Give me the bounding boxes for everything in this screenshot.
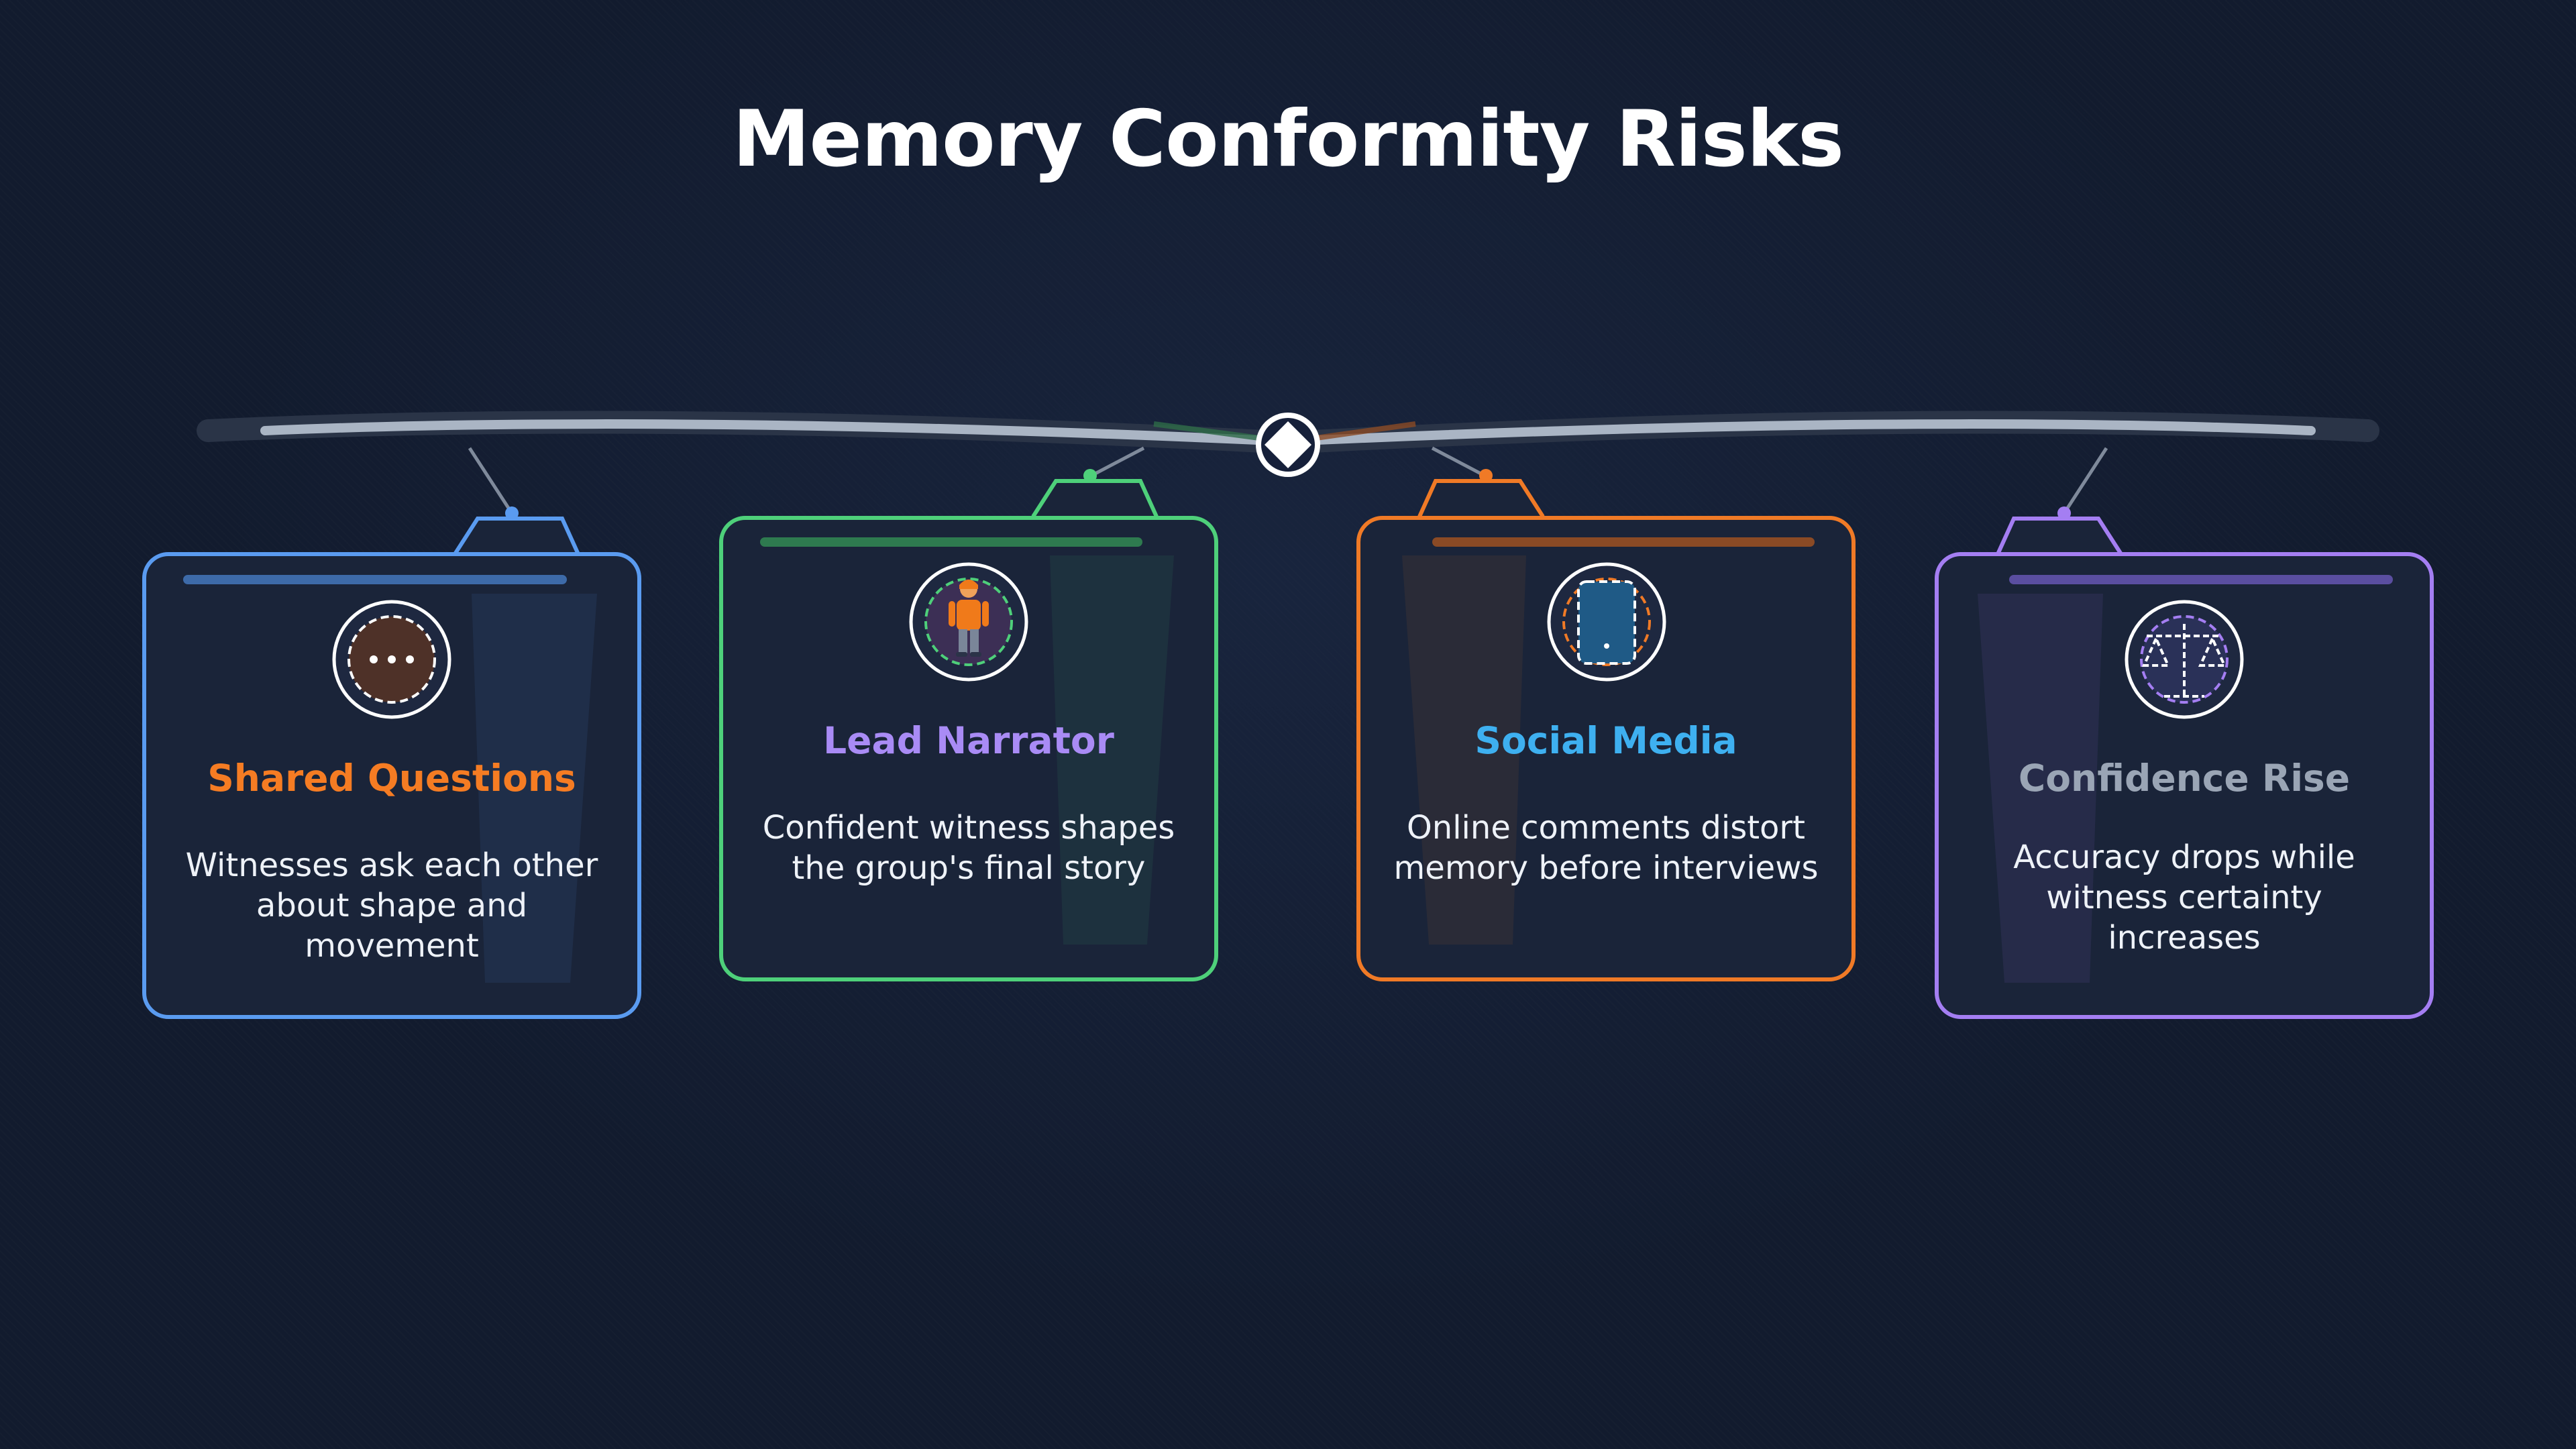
- card-desc-social-media: Online comments distort memory before in…: [1393, 809, 1819, 887]
- card-desc-confidence-rise: Accuracy drops while witness certainty i…: [2013, 839, 2355, 957]
- page-title: Memory Conformity Risks: [732, 94, 1844, 184]
- card-confidence-rise: [1935, 506, 2434, 1019]
- mobile-phone-icon: [1547, 562, 1666, 682]
- card-desc-lead-narrator: Confident witness shapes the group's fin…: [762, 809, 1175, 887]
- hanger-strings: [468, 446, 2108, 515]
- person-icon: [909, 562, 1028, 682]
- card-title-lead-narrator: Lead Narrator: [823, 719, 1114, 762]
- card-title-shared-questions: Shared Questions: [207, 757, 576, 800]
- card-social-media: [1356, 469, 1856, 981]
- card-desc-shared-questions: Witnesses ask each other about shape and…: [185, 847, 598, 965]
- card-shared-questions: [142, 506, 641, 1019]
- speech-bubble-icon: [332, 600, 451, 719]
- card-title-confidence-rise: Confidence Rise: [2018, 757, 2351, 800]
- pivot-diamond-icon: [1256, 413, 1320, 477]
- card-title-social-media: Social Media: [1474, 719, 1737, 762]
- card-lead-narrator: [719, 469, 1218, 981]
- balance-scale-icon: [2125, 600, 2244, 719]
